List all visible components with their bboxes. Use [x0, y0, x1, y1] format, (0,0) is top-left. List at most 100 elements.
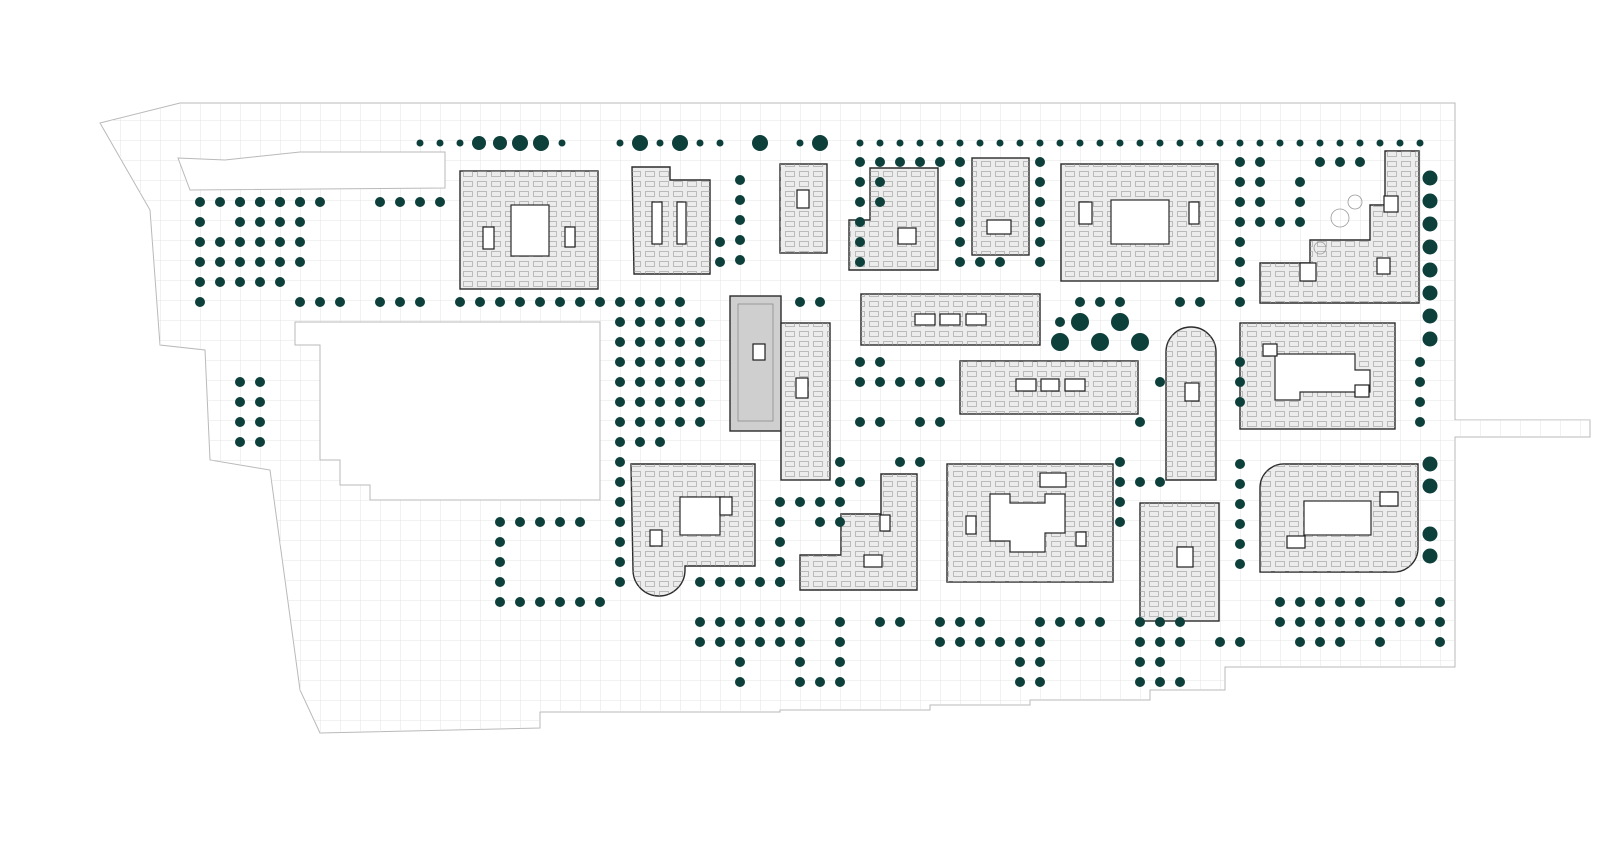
tree-icon [295, 257, 305, 267]
tree-icon [515, 517, 525, 527]
tree-icon [835, 497, 845, 507]
building-f [1060, 163, 1219, 282]
building-d [848, 167, 939, 271]
tree-icon [195, 257, 205, 267]
tree-icon [1375, 637, 1385, 647]
tree-icon [616, 139, 624, 147]
tree-icon [1235, 277, 1245, 287]
tree-icon [635, 437, 645, 447]
tree-icon [235, 437, 245, 447]
tree-icon [735, 677, 745, 687]
tree-icon [995, 637, 1005, 647]
tree-icon [775, 637, 785, 647]
tree-icon [1435, 637, 1445, 647]
tree-icon [695, 617, 705, 627]
tree-icon [835, 457, 845, 467]
tree-icon [1316, 139, 1324, 147]
tree-icon [1135, 617, 1145, 627]
tree-icon [1295, 637, 1305, 647]
tree-icon [715, 237, 725, 247]
tree-icon [416, 139, 424, 147]
tree-icon [1111, 313, 1129, 331]
tree-icon [295, 237, 305, 247]
tree-icon [558, 139, 566, 147]
tree-icon [975, 257, 985, 267]
tree-icon [615, 457, 625, 467]
tree-icon [855, 357, 865, 367]
tree-icon [555, 517, 565, 527]
tree-icon [1256, 139, 1264, 147]
tree-icon [535, 597, 545, 607]
tree-icon [235, 217, 245, 227]
tree-icon [875, 177, 885, 187]
tree-icon [1235, 479, 1245, 489]
tree-icon [575, 597, 585, 607]
tree-icon [1235, 237, 1245, 247]
tree-icon [195, 237, 205, 247]
tree-icon [655, 357, 665, 367]
tree-icon [935, 377, 945, 387]
tree-icon [855, 177, 865, 187]
tree-icon [1055, 617, 1065, 627]
tree-icon [1155, 677, 1165, 687]
tree-icon [655, 417, 665, 427]
tree-icon [1115, 517, 1125, 527]
tree-icon [495, 557, 505, 567]
tree-icon [1335, 157, 1345, 167]
tree-icon [535, 297, 545, 307]
tree-icon [1416, 139, 1424, 147]
tree-icon [875, 377, 885, 387]
tree-icon [695, 397, 705, 407]
building-c [779, 163, 828, 254]
tree-icon [735, 577, 745, 587]
tree-icon [415, 297, 425, 307]
tree-icon [635, 337, 645, 347]
tree-icon [875, 197, 885, 207]
tree-icon [916, 139, 924, 147]
tree-icon [675, 337, 685, 347]
tree-icon [835, 657, 845, 667]
tree-icon [615, 557, 625, 567]
tree-icon [875, 157, 885, 167]
tree-icon [735, 215, 745, 225]
tree-icon [493, 136, 507, 150]
tree-icon [695, 377, 705, 387]
tree-icon [915, 157, 925, 167]
building-l [1165, 326, 1217, 481]
tree-icon [735, 195, 745, 205]
tree-icon [715, 637, 725, 647]
tree-icon [1015, 677, 1025, 687]
tree-icon [955, 157, 965, 167]
tree-icon [1422, 216, 1438, 232]
tree-icon [1115, 457, 1125, 467]
trees [195, 135, 1445, 687]
building-o [799, 473, 918, 591]
tree-icon [255, 377, 265, 387]
tree-icon [635, 397, 645, 407]
tree-icon [1422, 239, 1438, 255]
tree-icon [255, 437, 265, 447]
tree-icon [855, 197, 865, 207]
tree-icon [1422, 478, 1438, 494]
tree-icon [1235, 157, 1245, 167]
tree-icon [1275, 217, 1285, 227]
tree-icon [1422, 308, 1438, 324]
tree-icon [815, 517, 825, 527]
tree-icon [615, 517, 625, 527]
tree-icon [735, 637, 745, 647]
buildings [459, 150, 1420, 622]
tree-icon [1415, 617, 1425, 627]
tree-icon [795, 637, 805, 647]
tree-icon [752, 135, 768, 151]
tree-icon [255, 257, 265, 267]
tree-icon [1335, 597, 1345, 607]
tree-icon [275, 217, 285, 227]
tree-icon [775, 577, 785, 587]
tree-icon [1115, 477, 1125, 487]
tree-icon [672, 135, 688, 151]
tree-icon [815, 497, 825, 507]
tree-icon [955, 237, 965, 247]
tree-icon [1255, 217, 1265, 227]
tree-icon [775, 537, 785, 547]
tree-icon [655, 377, 665, 387]
